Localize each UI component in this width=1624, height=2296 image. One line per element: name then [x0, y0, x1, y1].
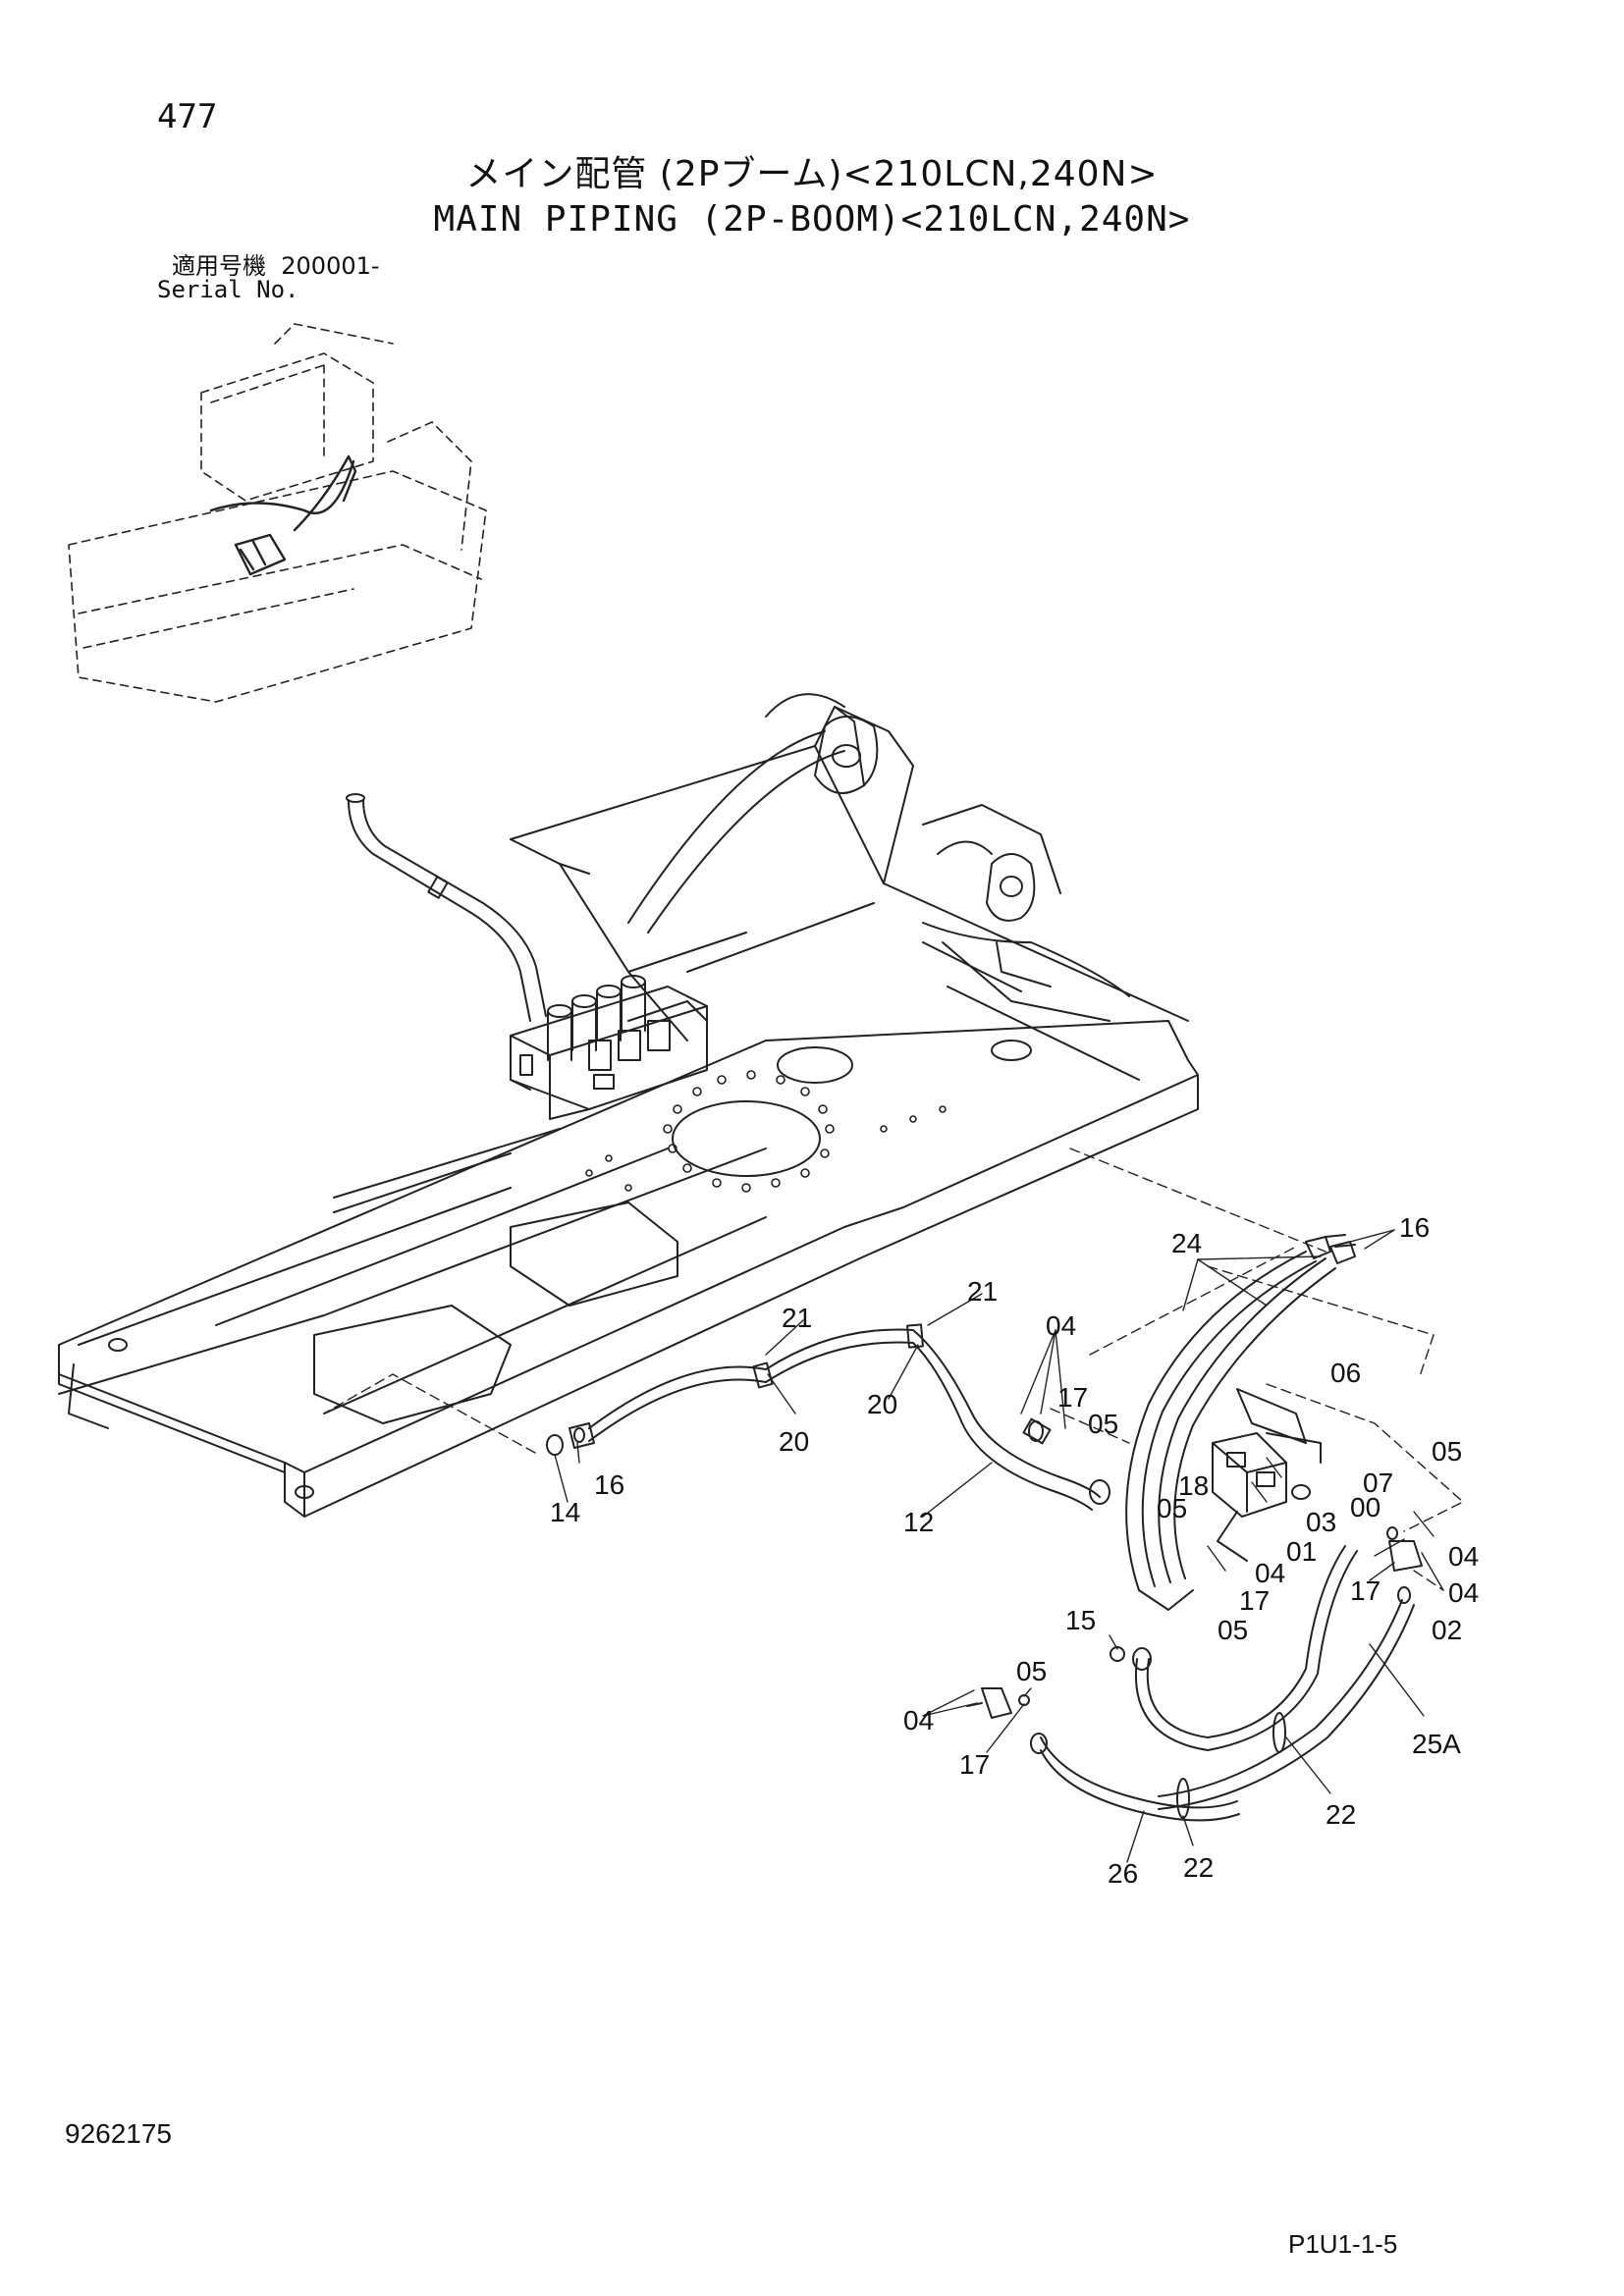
- callout-05-d: 05: [1218, 1615, 1248, 1645]
- callout-22-a: 22: [1326, 1799, 1356, 1830]
- callout-25A: 25A: [1412, 1729, 1461, 1759]
- callout-05-a: 05: [1432, 1436, 1462, 1467]
- callout-12: 12: [903, 1507, 934, 1537]
- page-code: P1U1-1-5: [1288, 2229, 1398, 2259]
- inset-highlight-valve: [209, 454, 357, 576]
- page-number: 477: [157, 97, 218, 136]
- callout-05-c: 05: [1157, 1493, 1187, 1523]
- callout-26: 26: [1108, 1858, 1138, 1889]
- part-labels: 16 24 21 21 04 06 05 20 20 17 05 07 16 1…: [550, 1212, 1479, 1889]
- callout-14: 14: [550, 1497, 580, 1527]
- callout-16-top: 16: [1399, 1212, 1430, 1243]
- callout-22-b: 22: [1183, 1852, 1214, 1883]
- boom-foot-brackets: [627, 693, 1130, 997]
- callout-02: 02: [1432, 1615, 1462, 1645]
- swing-bearing-holes: [585, 1070, 947, 1193]
- callout-21-b: 21: [967, 1276, 998, 1307]
- callout-leaders: [554, 1229, 1444, 1863]
- callout-17-b: 17: [1350, 1575, 1380, 1606]
- callout-24: 24: [1171, 1228, 1202, 1258]
- callout-17-c: 17: [1239, 1585, 1270, 1616]
- callout-20-a: 20: [867, 1389, 897, 1419]
- callout-04-a: 04: [1046, 1310, 1076, 1341]
- callout-00: 00: [1350, 1492, 1380, 1522]
- callout-17-d: 17: [959, 1749, 990, 1780]
- hose-assembly-20-12: [546, 1323, 1110, 1511]
- callout-16-left: 16: [594, 1469, 624, 1500]
- callout-21-a: 21: [782, 1303, 812, 1333]
- hoses-25A-26: [1030, 1545, 1415, 1822]
- callout-05-b: 05: [1088, 1409, 1118, 1439]
- callout-04-c: 04: [1448, 1541, 1479, 1572]
- excavator-overview-inset: [68, 323, 487, 703]
- callout-06: 06: [1330, 1358, 1361, 1388]
- pilot-valve-assembly: [1212, 1388, 1322, 1562]
- control-valve: [510, 975, 708, 1120]
- main-frame: [58, 706, 1199, 1518]
- callout-05-e: 05: [1016, 1656, 1047, 1686]
- valve-supply-pipe: [346, 793, 547, 1022]
- callout-07: 07: [1363, 1468, 1393, 1498]
- document-number: 9262175: [65, 2118, 173, 2149]
- title-japanese: メイン配管 (2Pブーム)<210LCN,240N>: [465, 154, 1159, 194]
- callout-20-b: 20: [779, 1426, 809, 1457]
- hose-pair-24: [1125, 1236, 1356, 1611]
- callout-01: 01: [1286, 1536, 1317, 1567]
- callout-03: 03: [1306, 1507, 1336, 1537]
- frame-openings: [108, 1040, 1032, 1499]
- callout-17-a: 17: [1057, 1382, 1088, 1413]
- callout-04-d: 04: [1448, 1577, 1479, 1608]
- serial-label-japanese: 適用号機 200001-: [172, 252, 380, 280]
- callout-18: 18: [1178, 1470, 1209, 1501]
- title-english: MAIN PIPING (2P-BOOM)<210LCN,240N>: [433, 199, 1191, 240]
- callout-15: 15: [1065, 1605, 1096, 1635]
- callout-04-b: 04: [1255, 1558, 1285, 1588]
- serial-label-english: Serial No.: [157, 276, 299, 303]
- callout-04-e: 04: [903, 1705, 934, 1735]
- leader-lines: [323, 1148, 1464, 1591]
